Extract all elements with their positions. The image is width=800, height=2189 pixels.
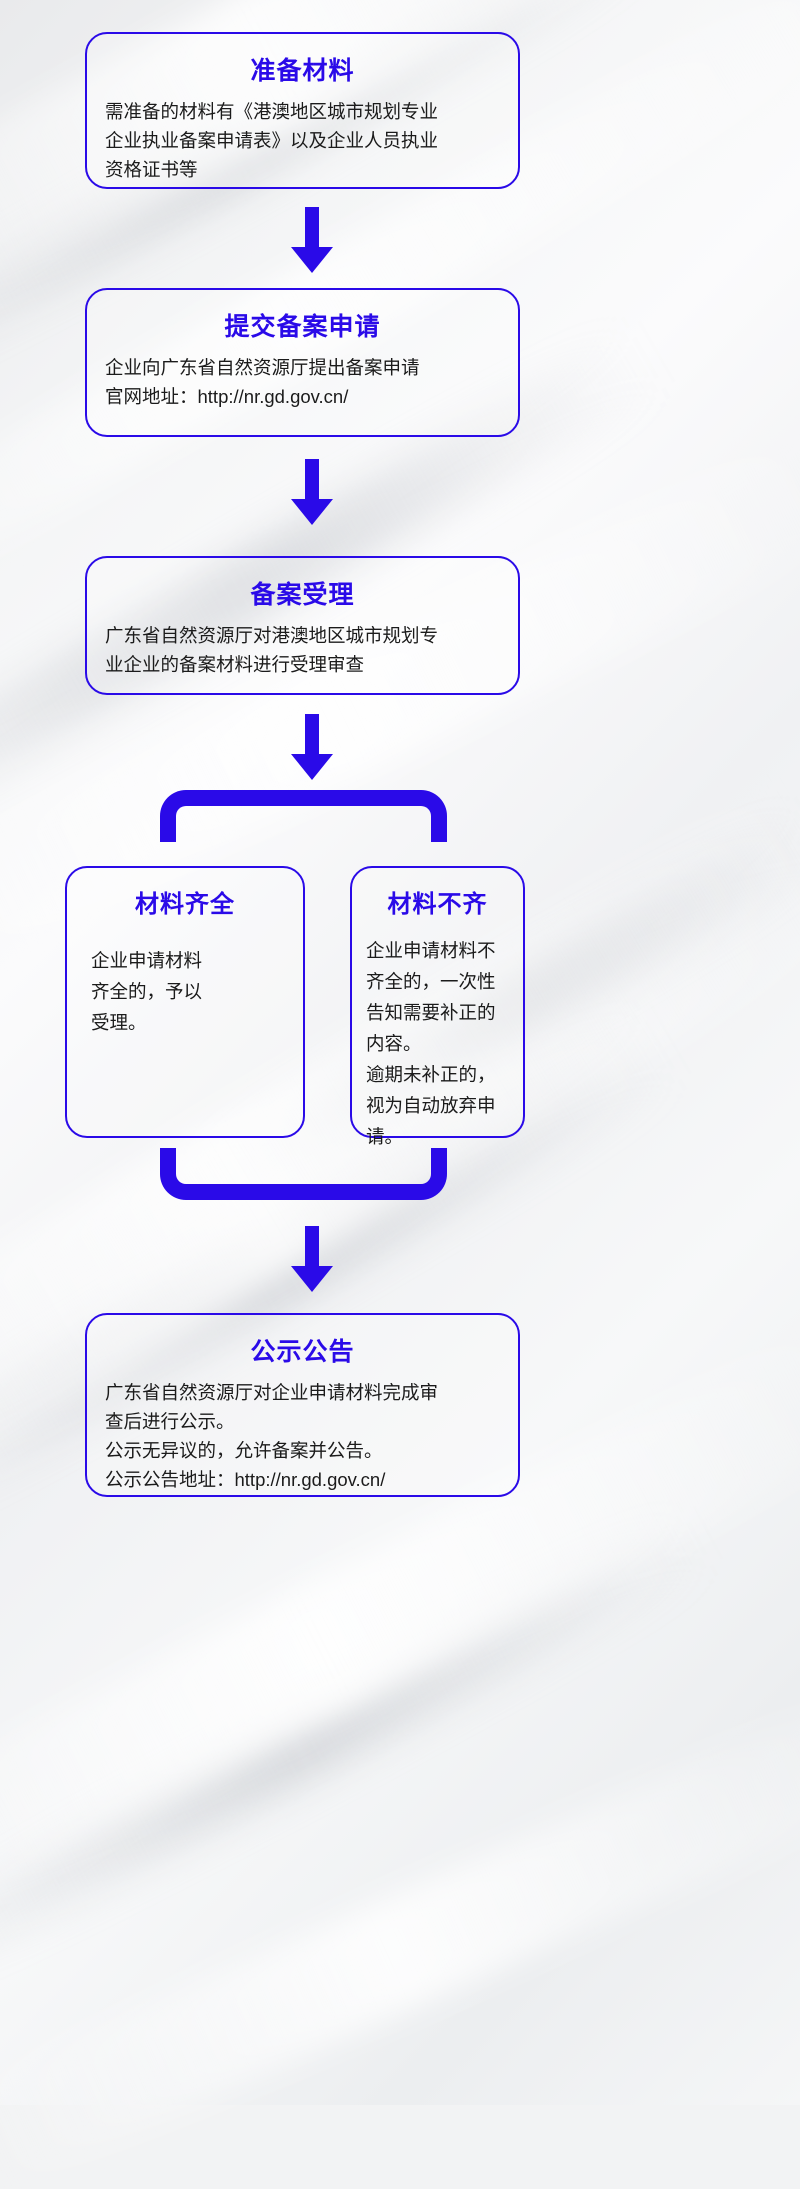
split-connector	[160, 790, 447, 842]
flow-step-accept: 备案受理 广东省自然资源厅对港澳地区城市规划专 业企业的备案材料进行受理审查	[85, 556, 520, 695]
arrow-head	[291, 754, 333, 780]
flow-step-notice-body: 广东省自然资源厅对企业申请材料完成审 查后进行公示。 公示无异议的，允许备案并公…	[105, 1382, 439, 1490]
arrow-stem	[305, 207, 319, 249]
flow-step-prepare: 准备材料 需准备的材料有《港澳地区城市规划专业 企业执业备案申请表》以及企业人员…	[85, 32, 520, 189]
arrow-head	[291, 247, 333, 273]
merge-connector	[160, 1148, 447, 1200]
flow-branch-complete-body: 企业申请材料 齐全的，予以 受理。	[91, 950, 203, 1033]
down-arrow-icon	[290, 1226, 334, 1292]
arrow-stem	[305, 714, 319, 756]
flow-step-notice: 公示公告 广东省自然资源厅对企业申请材料完成审 查后进行公示。 公示无异议的，允…	[85, 1313, 520, 1497]
flow-step-notice-title: 公示公告	[250, 1338, 355, 1366]
flow-step-accept-title: 备案受理	[250, 581, 355, 609]
arrow-head	[291, 499, 333, 525]
down-arrow-icon	[290, 459, 334, 525]
flow-branch-incomplete-title: 材料不齐	[387, 891, 488, 918]
flow-step-submit-body: 企业向广东省自然资源厅提出备案申请 官网地址：http://nr.gd.gov.…	[105, 357, 420, 407]
flow-step-accept-body: 广东省自然资源厅对港澳地区城市规划专 业企业的备案材料进行受理审查	[105, 625, 439, 675]
down-arrow-icon	[290, 207, 334, 273]
down-arrow-icon	[290, 714, 334, 780]
flow-branch-incomplete: 材料不齐 企业申请材料不 齐全的，一次性 告知需要补正的 内容。 逾期未补正的，…	[350, 866, 525, 1147]
flow-branch-complete-title: 材料齐全	[135, 891, 235, 918]
flow-branch-incomplete-body: 企业申请材料不 齐全的，一次性 告知需要补正的 内容。 逾期未补正的， 视为自动…	[366, 940, 496, 1147]
arrow-stem	[305, 459, 319, 501]
flow-step-prepare-title: 准备材料	[250, 57, 355, 85]
flow-branch-complete: 材料齐全 企业申请材料 齐全的，予以 受理。	[65, 866, 305, 1138]
arrow-stem	[305, 1226, 319, 1268]
flow-step-prepare-body: 需准备的材料有《港澳地区城市规划专业 企业执业备案申请表》以及企业人员执业 资格…	[105, 101, 439, 180]
flowchart: 准备材料 需准备的材料有《港澳地区城市规划专业 企业执业备案申请表》以及企业人员…	[65, 32, 525, 1497]
flow-step-submit: 提交备案申请 企业向广东省自然资源厅提出备案申请 官网地址：http://nr.…	[85, 288, 520, 437]
flow-step-submit-title: 提交备案申请	[224, 313, 381, 341]
arrow-head	[291, 1266, 333, 1292]
